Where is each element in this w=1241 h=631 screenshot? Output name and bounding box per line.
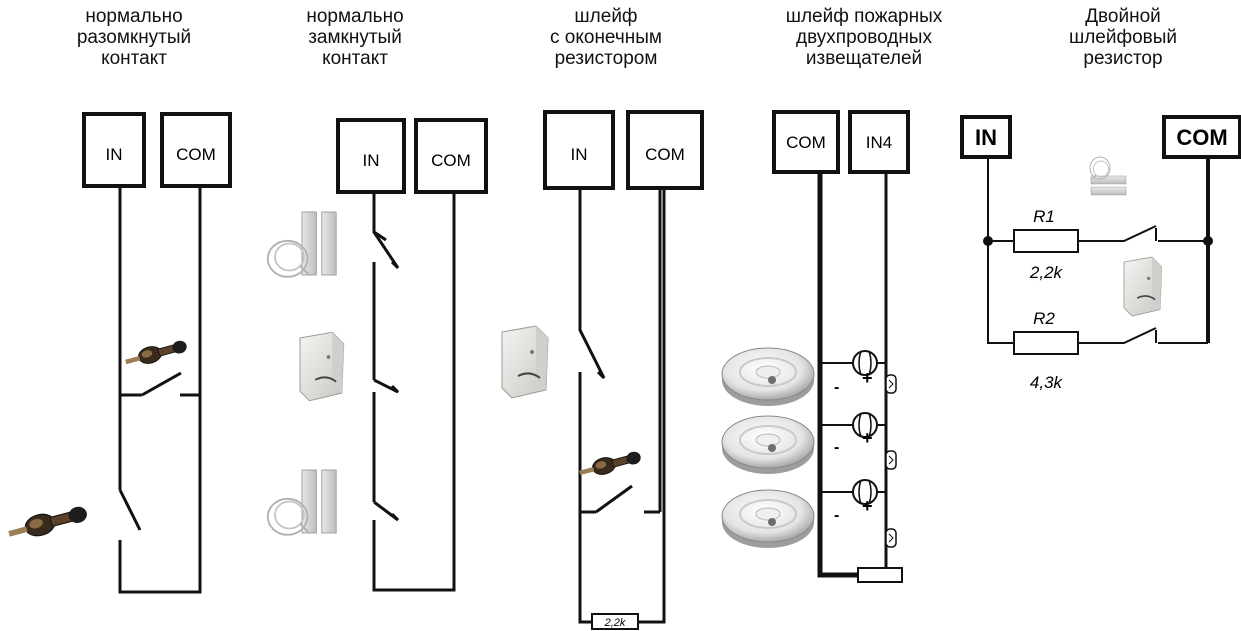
- terminal-in-label: IN: [571, 145, 588, 164]
- wire-loop: [987, 157, 1208, 344]
- key-switch-icon: [577, 447, 644, 481]
- caption-normally-open: нормально разомкнутый контакт: [34, 6, 234, 69]
- line-resistor-icon: [885, 450, 897, 470]
- terminal-in-label: IN: [363, 151, 380, 170]
- polarity-minus: -: [834, 507, 839, 524]
- caption-line: с оконечным: [550, 27, 662, 48]
- key-switch-icon: [123, 336, 190, 370]
- switch-contact: [595, 484, 633, 514]
- caption-dual-resistor: Двойной шлейфовый резистор: [1023, 6, 1223, 69]
- caption-line: контакт: [101, 48, 167, 69]
- resistor-r1-name: R1: [1033, 207, 1055, 226]
- terminal-com: [160, 112, 232, 188]
- polarity-plus: +: [862, 496, 873, 516]
- polarity-plus: +: [862, 368, 873, 388]
- caption-line: резистор: [1083, 48, 1163, 69]
- motion-detector-icon: [299, 331, 345, 402]
- line-resistor-icon: [885, 374, 897, 394]
- terminal-in-label: IN: [975, 125, 997, 150]
- terminal-com-label: COM: [1176, 125, 1227, 150]
- terminal-in4-label: IN4: [866, 133, 892, 152]
- line-resistor-icon: [885, 528, 897, 548]
- wire-loop: [118, 186, 202, 594]
- diagram-normally-closed: IN COM: [266, 118, 488, 592]
- caption-line: контакт: [322, 48, 388, 69]
- caption-line: шлейфовый: [1068, 27, 1178, 48]
- caption-fire-loop: шлейф пожарных двухпроводных извещателей: [764, 6, 964, 69]
- smoke-detector-icon: [721, 489, 815, 549]
- terminal-com: [772, 110, 840, 174]
- wire-loop: [372, 192, 456, 592]
- magnetic-contact-icon: [266, 211, 338, 278]
- caption-line: нормально: [306, 6, 404, 27]
- terminal-in-label: IN: [106, 145, 123, 164]
- terminal-com: [626, 110, 704, 190]
- switch-contact: [141, 371, 182, 397]
- end-of-line-resistor: [591, 613, 639, 630]
- diagram-end-of-line-loop: IN COM 2,2k: [501, 110, 704, 630]
- resistor-r2: [1013, 331, 1079, 355]
- caption-line: двухпроводных: [796, 27, 932, 48]
- resistor-r2-value: 4,3k: [1030, 373, 1064, 392]
- terminal-com: [414, 118, 488, 194]
- magnetic-contact-icon: [1089, 156, 1127, 196]
- caption-line: Двойной: [1085, 6, 1161, 27]
- polarity-minus: -: [834, 439, 839, 456]
- smoke-detector-icon: [721, 415, 815, 475]
- wire-loop: [578, 188, 666, 624]
- caption-line: разомкнутый: [76, 27, 192, 48]
- diagram-dual-resistor: IN COM R1 2,2k R2 4,3k: [960, 115, 1241, 392]
- terminal-com-label: COM: [176, 145, 216, 164]
- caption-line: нормально: [85, 6, 183, 27]
- terminal-in: [82, 112, 146, 188]
- terminal-com: [1162, 115, 1241, 159]
- terminal-in: [336, 118, 406, 194]
- key-switch-icon: [5, 501, 90, 544]
- resistor-r1: [1013, 229, 1079, 253]
- diagram-normally-open: IN COM: [5, 112, 232, 594]
- caption-normally-closed: нормально замкнутый контакт: [255, 6, 455, 69]
- caption-line: извещателей: [805, 48, 923, 69]
- end-of-line-resistor-label: 2,2k: [604, 617, 626, 629]
- motion-detector-icon: [1123, 256, 1163, 317]
- terminal-in: [960, 115, 1012, 159]
- caption-line: замкнутый: [308, 27, 402, 48]
- caption-end-of-line-loop: шлейф с оконечным резистором: [506, 6, 706, 69]
- caption-line: шлейф пожарных: [785, 6, 943, 27]
- polarity-minus: -: [834, 379, 839, 396]
- smoke-detector-icon: [721, 347, 815, 407]
- terminal-in4: [848, 110, 910, 174]
- junction-dot: [1203, 236, 1213, 246]
- junction-dot: [983, 236, 993, 246]
- terminal-com-label: COM: [645, 145, 685, 164]
- resistor-r2-name: R2: [1033, 309, 1055, 328]
- caption-line: шлейф: [574, 6, 638, 27]
- terminal-com-label: COM: [431, 151, 471, 170]
- motion-detector-icon: [501, 325, 549, 399]
- end-of-line-resistor: [857, 567, 903, 583]
- magnetic-contact-icon: [266, 469, 338, 536]
- resistor-r1-value: 2,2k: [1029, 263, 1064, 282]
- terminal-com-label: COM: [786, 133, 826, 152]
- diagram-fire-loop: COM IN4 - + - + - +: [721, 110, 910, 583]
- caption-line: резистором: [554, 48, 658, 69]
- polarity-plus: +: [862, 428, 873, 448]
